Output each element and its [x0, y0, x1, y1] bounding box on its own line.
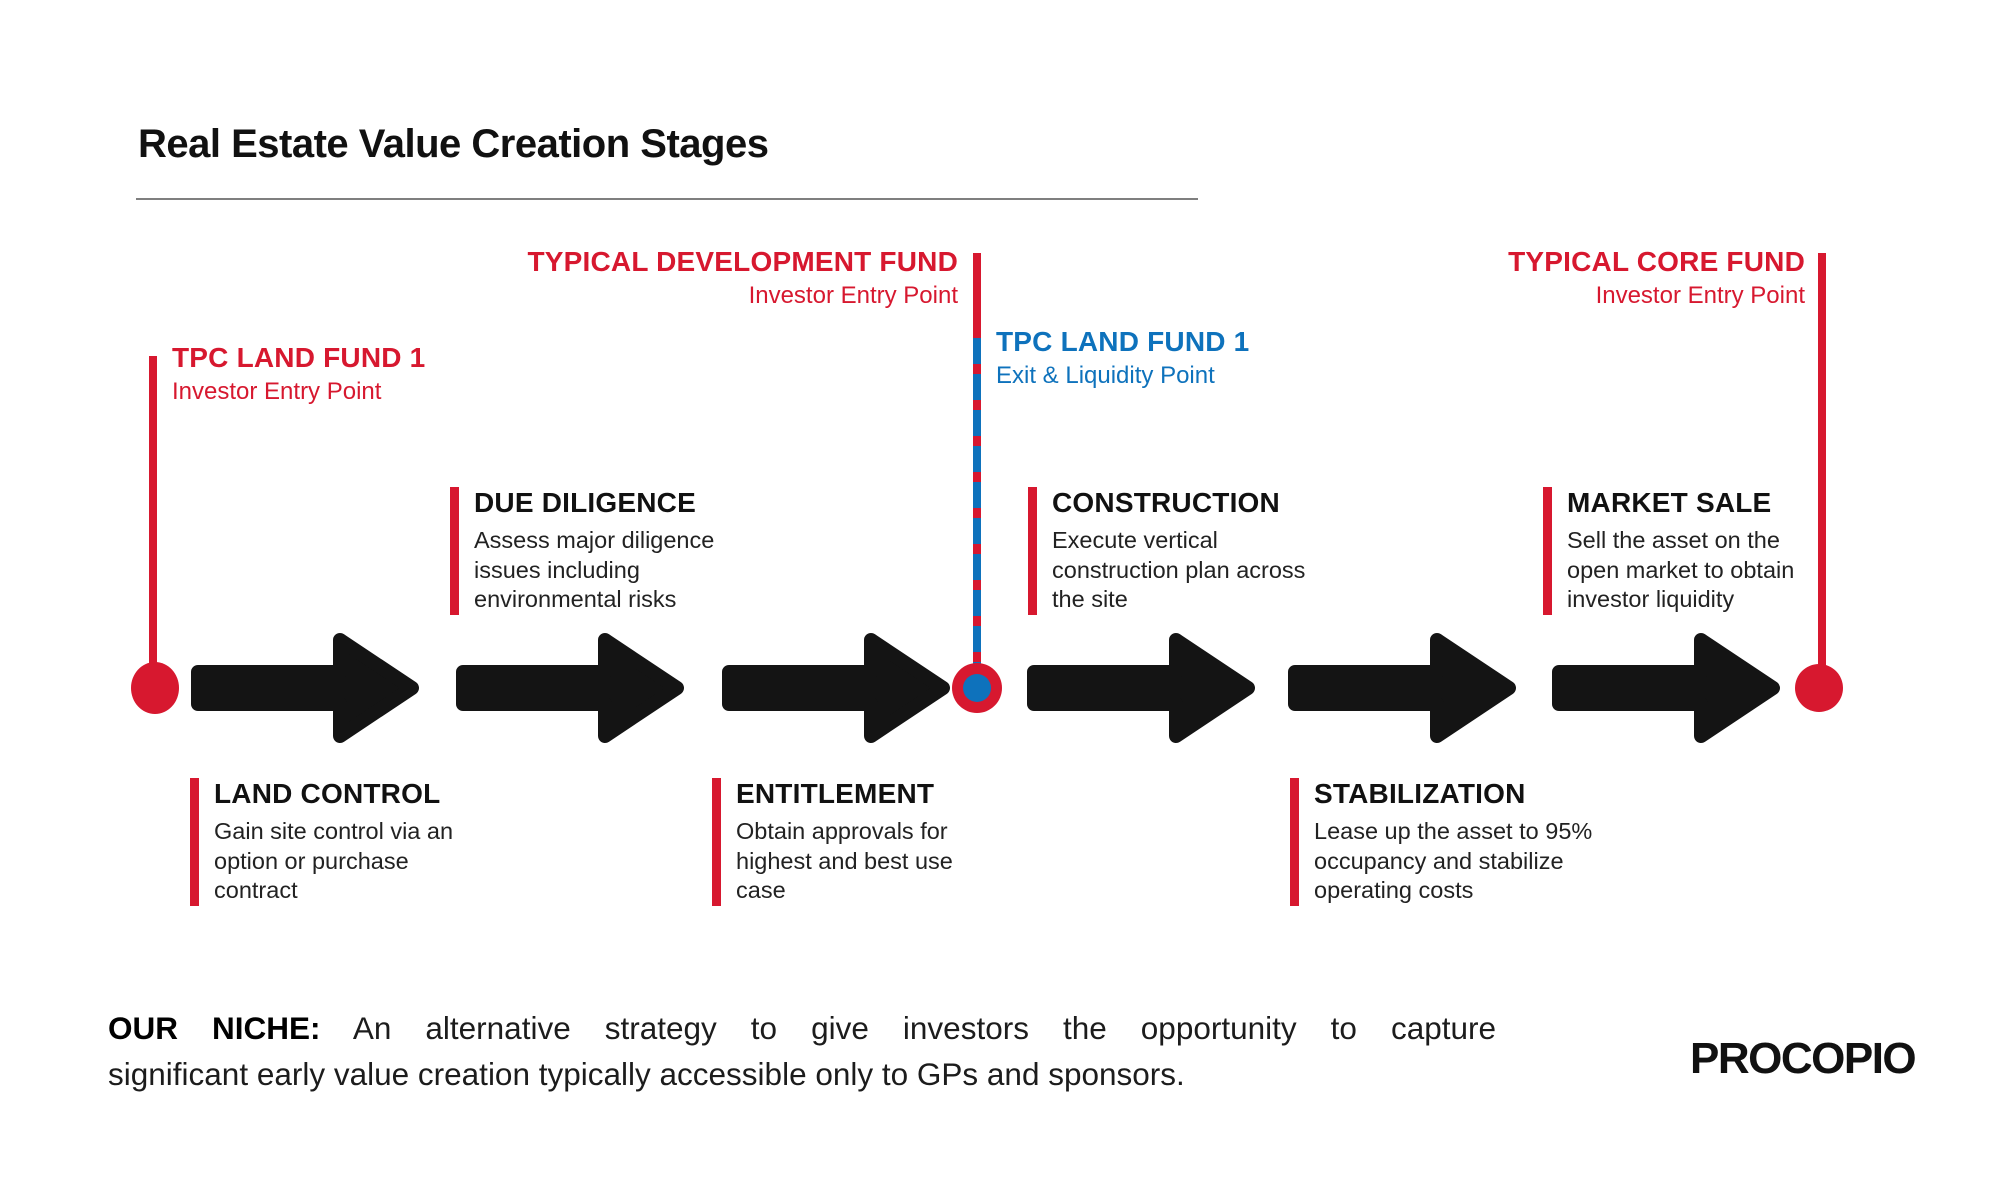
land-fund-exit-dashed-line [973, 338, 981, 688]
annotation-title: TPC LAND FUND 1 [996, 326, 1250, 357]
arrow-right-icon [456, 633, 684, 743]
niche-text-line2: significant early value creation typical… [108, 1055, 1185, 1092]
arrow-right-icon [1027, 633, 1255, 743]
annotation-title: TYPICAL DEVELOPMENT FUND [527, 246, 958, 277]
stage-description: Assess major diligence issues including … [474, 527, 715, 613]
annotation-land-fund-entry: TPC LAND FUND 1 Investor Entry Point [172, 342, 425, 406]
timeline-start-dot [131, 662, 179, 714]
annotation-title: TYPICAL CORE FUND [1508, 246, 1805, 277]
arrow-right-icon [1552, 633, 1780, 743]
niche-text-line1: An alternative strategy to give investor… [352, 1010, 1497, 1046]
stage-construction: CONSTRUCTION Execute vertical constructi… [1028, 487, 1334, 615]
stage-description: Gain site control via an option or purch… [214, 818, 454, 904]
arrow-right-icon [722, 633, 950, 743]
accent-bar [450, 487, 459, 615]
accent-bar [1290, 778, 1299, 906]
land-fund-entry-marker-line [149, 356, 157, 688]
accent-bar [712, 778, 721, 906]
stage-title: DUE DILIGENCE [474, 487, 696, 518]
accent-bar [190, 778, 199, 906]
annotation-subtitle: Investor Entry Point [172, 378, 382, 405]
accent-bar [1543, 487, 1552, 615]
stage-title: ENTITLEMENT [736, 778, 935, 809]
stage-title: LAND CONTROL [214, 778, 441, 809]
niche-label: OUR NICHE: [108, 1010, 321, 1046]
annotation-development-fund-entry: TYPICAL DEVELOPMENT FUND Investor Entry … [527, 246, 958, 310]
page-title: Real Estate Value Creation Stages [138, 122, 769, 166]
title-divider [136, 198, 1198, 200]
annotation-title: TPC LAND FUND 1 [172, 342, 426, 373]
procopio-logo: PROCOPIO [1690, 1034, 1917, 1083]
core-fund-entry-marker-line [1818, 253, 1826, 688]
stage-description: Lease up the asset to 95% occupancy and … [1314, 818, 1593, 904]
stage-due-diligence: DUE DILIGENCE Assess major diligence iss… [450, 487, 736, 615]
accent-bar [1028, 487, 1037, 615]
stage-land-control: LAND CONTROL Gain site control via an op… [190, 778, 476, 906]
stage-title: MARKET SALE [1567, 487, 1772, 518]
timeline-exit-dot-inner [963, 674, 991, 702]
stage-market-sale: MARKET SALE Sell the asset on the open m… [1543, 487, 1835, 615]
annotation-subtitle: Investor Entry Point [1595, 282, 1805, 309]
niche-statement: OUR NICHE: An alternative strategy to gi… [108, 1006, 1496, 1097]
stage-entitlement: ENTITLEMENT Obtain approvals for highest… [712, 778, 984, 906]
development-fund-marker-line [973, 253, 981, 338]
stage-description: Execute vertical construction plan acros… [1052, 527, 1306, 613]
annotation-subtitle: Investor Entry Point [748, 282, 958, 309]
arrow-right-icon [1288, 633, 1516, 743]
stage-stabilization: STABILIZATION Lease up the asset to 95% … [1290, 778, 1596, 906]
arrow-right-icon [191, 633, 419, 743]
annotation-core-fund-entry: TYPICAL CORE FUND Investor Entry Point [1508, 246, 1805, 310]
stage-title: STABILIZATION [1314, 778, 1526, 809]
timeline-end-dot [1795, 664, 1843, 712]
annotation-land-fund-exit: TPC LAND FUND 1 Exit & Liquidity Point [996, 326, 1249, 390]
stage-title: CONSTRUCTION [1052, 487, 1280, 518]
stage-description: Obtain approvals for highest and best us… [736, 818, 953, 904]
annotation-subtitle: Exit & Liquidity Point [996, 362, 1215, 389]
stage-description: Sell the asset on the open market to obt… [1567, 527, 1795, 613]
